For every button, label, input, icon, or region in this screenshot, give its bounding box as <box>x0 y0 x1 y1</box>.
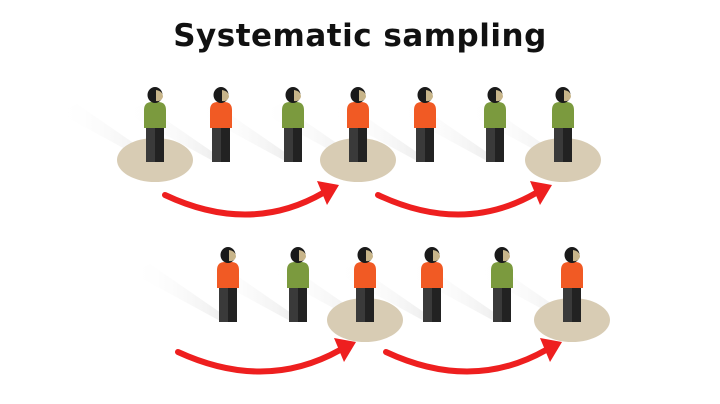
person-leg <box>432 288 441 322</box>
arrow-head <box>540 338 562 362</box>
person-face <box>359 90 366 102</box>
person-torso <box>561 262 583 288</box>
person-leg <box>572 288 581 322</box>
person-leg <box>425 128 434 162</box>
person-torso <box>210 102 232 128</box>
person <box>287 247 309 322</box>
person-face <box>433 250 440 262</box>
person-torso <box>287 262 309 288</box>
person-leg <box>423 288 432 322</box>
person-leg <box>293 128 302 162</box>
person-leg <box>284 128 293 162</box>
person-face <box>503 250 510 262</box>
person-leg <box>495 128 504 162</box>
arrow-shaft <box>162 190 326 218</box>
person-torso <box>282 102 304 128</box>
arrow-shaft <box>383 347 549 375</box>
person <box>217 247 239 322</box>
person-leg <box>219 288 228 322</box>
person-face <box>366 250 373 262</box>
arrow-shaft <box>375 190 539 218</box>
person-torso <box>421 262 443 288</box>
person-torso <box>354 262 376 288</box>
person-torso <box>347 102 369 128</box>
person-face <box>496 90 503 102</box>
arrow-head <box>317 181 339 205</box>
person <box>414 87 436 162</box>
person-face <box>573 250 580 262</box>
person-leg <box>416 128 425 162</box>
person-torso <box>217 262 239 288</box>
diagram-title: Systematic sampling <box>173 18 547 54</box>
selected-person <box>144 87 166 162</box>
arrow <box>162 181 339 218</box>
person-leg <box>221 128 230 162</box>
person-shadow <box>130 264 234 322</box>
person-face <box>229 250 236 262</box>
person-leg <box>502 288 511 322</box>
person-leg <box>155 128 164 162</box>
person-torso <box>491 262 513 288</box>
person-leg <box>349 128 358 162</box>
person-torso <box>484 102 506 128</box>
person-face <box>299 250 306 262</box>
person-leg <box>212 128 221 162</box>
arrow-head <box>334 338 356 362</box>
person-leg <box>493 288 502 322</box>
arrow <box>383 338 562 375</box>
person-face <box>222 90 229 102</box>
selected-person <box>552 87 574 162</box>
arrow-head <box>530 181 552 205</box>
person-leg <box>356 288 365 322</box>
person-leg <box>358 128 367 162</box>
selected-person <box>347 87 369 162</box>
person-leg <box>563 288 572 322</box>
person-face <box>426 90 433 102</box>
people-layer <box>144 87 583 322</box>
person-face <box>294 90 301 102</box>
person <box>484 87 506 162</box>
person-leg <box>563 128 572 162</box>
person-leg <box>486 128 495 162</box>
arrow-shaft <box>175 347 343 375</box>
person-leg <box>146 128 155 162</box>
person <box>421 247 443 322</box>
arrow <box>375 181 552 218</box>
arrow-layer <box>162 181 562 375</box>
person <box>491 247 513 322</box>
person-leg <box>554 128 563 162</box>
selected-person <box>354 247 376 322</box>
person-leg <box>365 288 374 322</box>
person-leg <box>228 288 237 322</box>
person-leg <box>289 288 298 322</box>
person-face <box>564 90 571 102</box>
person-torso <box>414 102 436 128</box>
person-leg <box>298 288 307 322</box>
arrow <box>175 338 356 375</box>
person-face <box>156 90 163 102</box>
person-torso <box>144 102 166 128</box>
selected-person <box>561 247 583 322</box>
person-torso <box>552 102 574 128</box>
person <box>282 87 304 162</box>
person <box>210 87 232 162</box>
